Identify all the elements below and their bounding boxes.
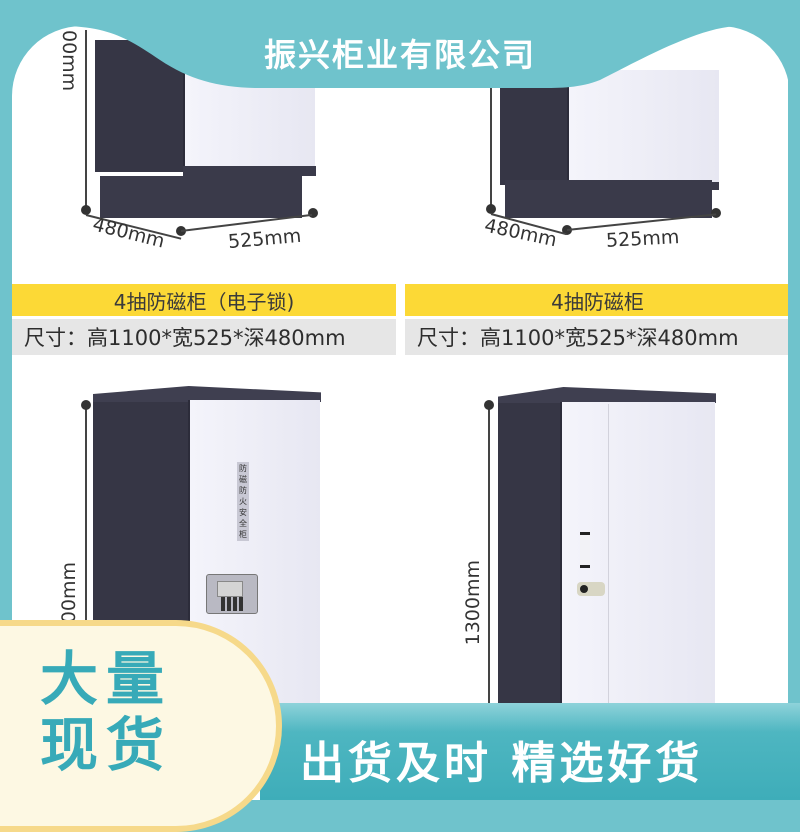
height-label: 1300mm: [462, 560, 484, 646]
badge-line-1: 大量: [40, 645, 173, 713]
promo-banner-text: 出货及时 精选好货: [300, 738, 704, 789]
height-dimension-line: [85, 405, 87, 725]
promo-banner: [260, 703, 800, 800]
stock-badge-text: 大量 现货: [40, 646, 220, 778]
electronic-keypad-lock: [206, 574, 258, 614]
dimension-dot: [81, 400, 91, 410]
dimension-dot: [308, 208, 318, 218]
door-handle: [580, 532, 590, 568]
keypad-buttons: [221, 597, 243, 611]
height-dimension-line: [488, 405, 490, 715]
right-border: [788, 0, 800, 800]
cabinet-side: [498, 402, 562, 712]
dimension-dot: [81, 205, 91, 215]
company-title: 振兴柜业有限公司: [263, 36, 536, 74]
product-name-2: 4抽防磁柜: [405, 284, 790, 316]
dimension-dot: [711, 208, 721, 218]
cabinet-base: [505, 180, 712, 218]
cabinet-top: [93, 386, 321, 402]
left-border: [0, 0, 12, 800]
door-seam: [608, 404, 609, 704]
height-dimension-line: [490, 60, 492, 210]
cabinet-base: [100, 176, 302, 218]
label-plate: 防磁防火安全柜: [237, 462, 249, 541]
product-name-1: 4抽防磁柜（电子锁): [12, 284, 396, 316]
product-size-2: 尺寸：高1100*宽525*深480mm: [405, 319, 790, 355]
dimension-dot: [484, 400, 494, 410]
cabinet-side: [500, 85, 570, 185]
keypad-screen: [217, 581, 243, 597]
key-lock: [577, 582, 605, 596]
product-size-1: 尺寸：高1100*宽525*深480mm: [12, 319, 396, 355]
badge-line-2: 现货: [40, 711, 173, 779]
stock-badge: [0, 620, 282, 832]
height-dimension-line: [85, 30, 87, 210]
cabinet-front: [567, 70, 719, 188]
cabinet-trim: [183, 166, 316, 176]
dimension-dot: [486, 204, 496, 214]
width-label: 525mm: [605, 226, 680, 252]
